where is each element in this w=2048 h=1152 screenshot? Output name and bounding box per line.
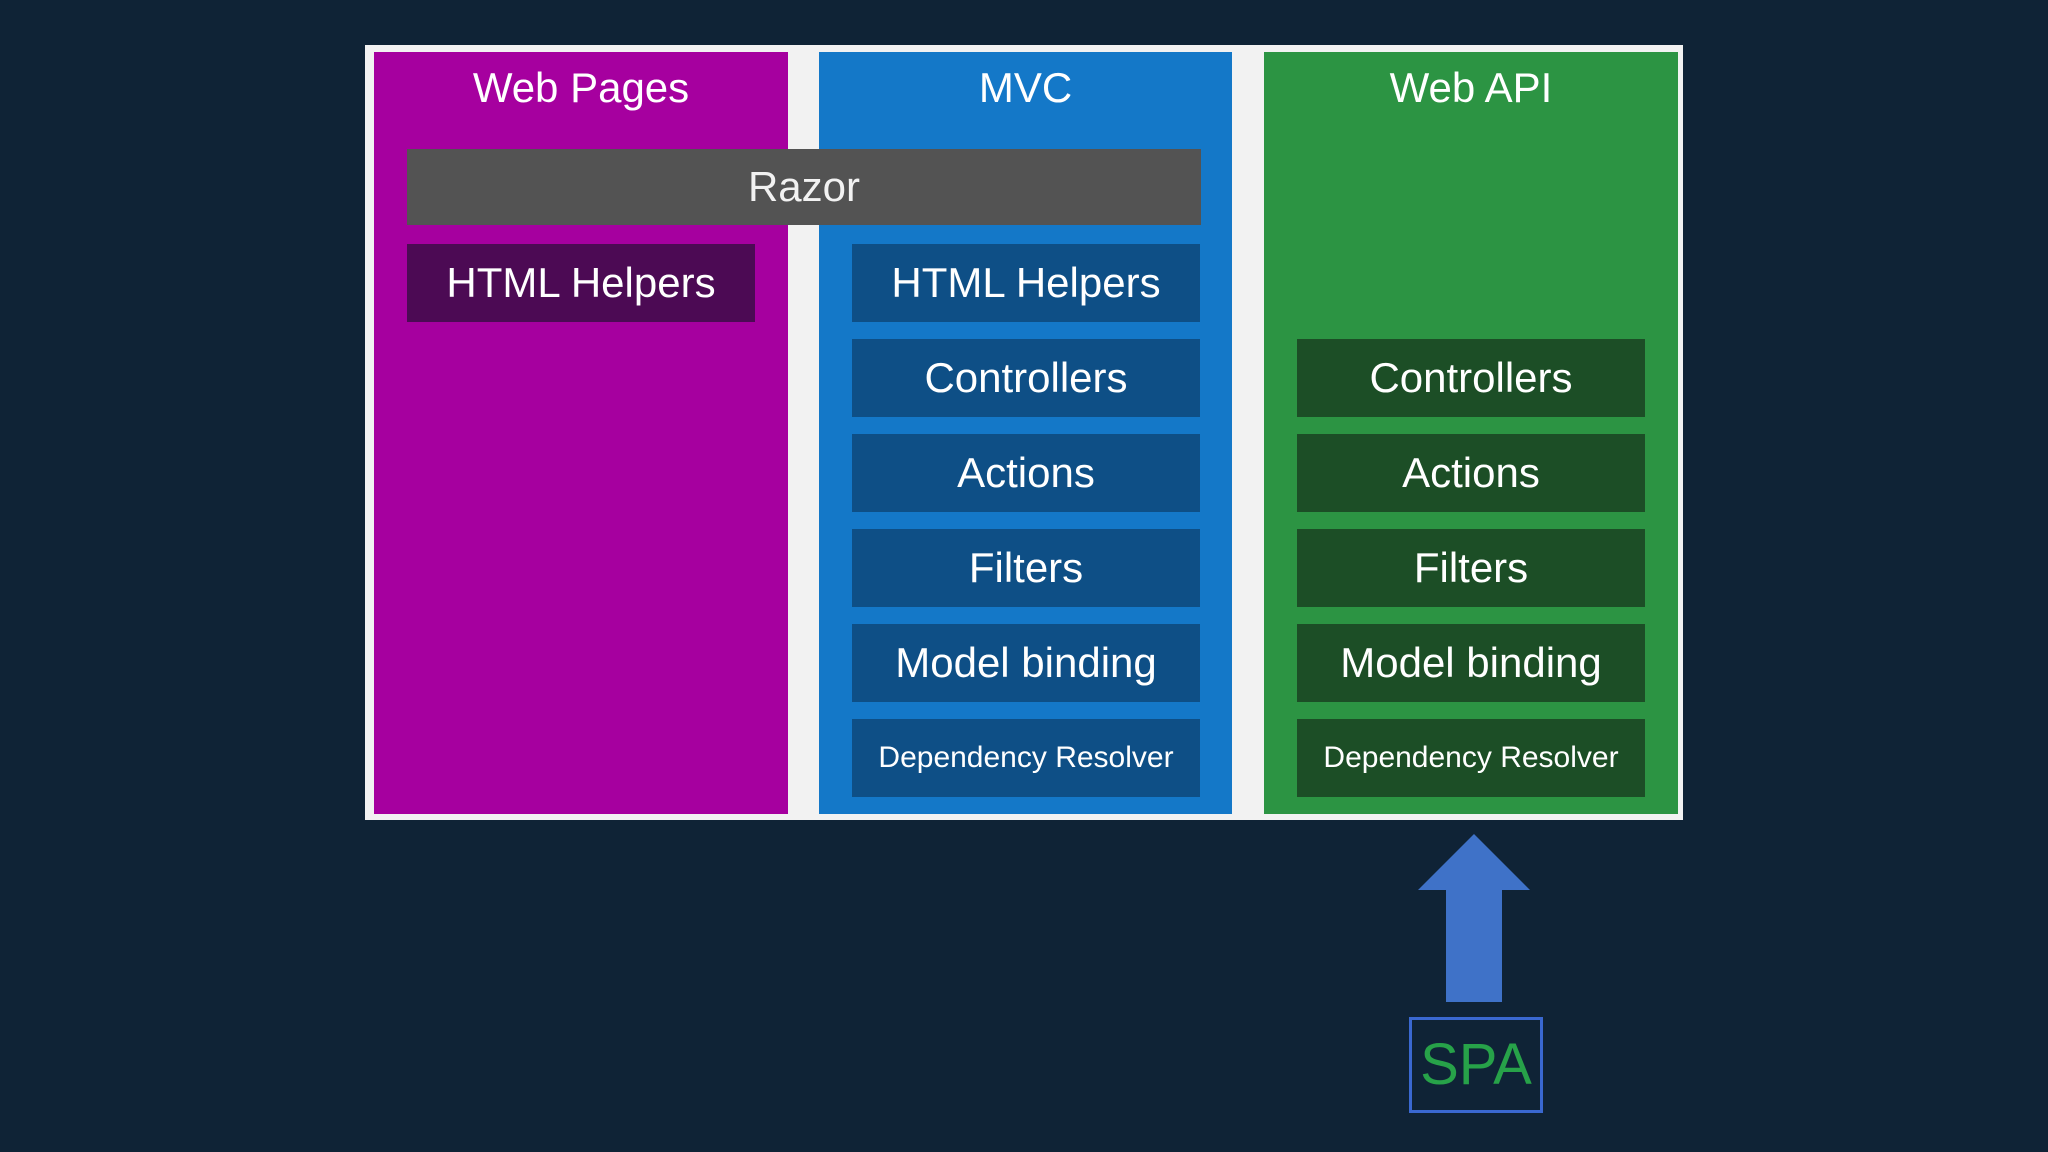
web-pages-title: Web Pages [472,64,690,111]
web-api-actions: Actions [1297,434,1645,512]
web-api-title: Web API [1389,64,1553,111]
spa-box: SPA [1409,1017,1543,1113]
up-arrow-icon [1418,834,1530,1002]
razor-bar: Razor [407,149,1201,225]
mvc-dependency-resolver: Dependency Resolver [852,719,1200,797]
web-api-controllers: Controllers [1297,339,1645,417]
web-api-model-binding: Model binding [1297,624,1645,702]
web-api-dependency-resolver: Dependency Resolver [1297,719,1645,797]
mvc-controllers: Controllers [852,339,1200,417]
mvc-actions: Actions [852,434,1200,512]
mvc-filters: Filters [852,529,1200,607]
mvc-title: MVC [978,64,1073,111]
mvc-html-helpers: HTML Helpers [852,244,1200,322]
web-api-filters: Filters [1297,529,1645,607]
web-pages-html-helpers: HTML Helpers [407,244,755,322]
mvc-model-binding: Model binding [852,624,1200,702]
